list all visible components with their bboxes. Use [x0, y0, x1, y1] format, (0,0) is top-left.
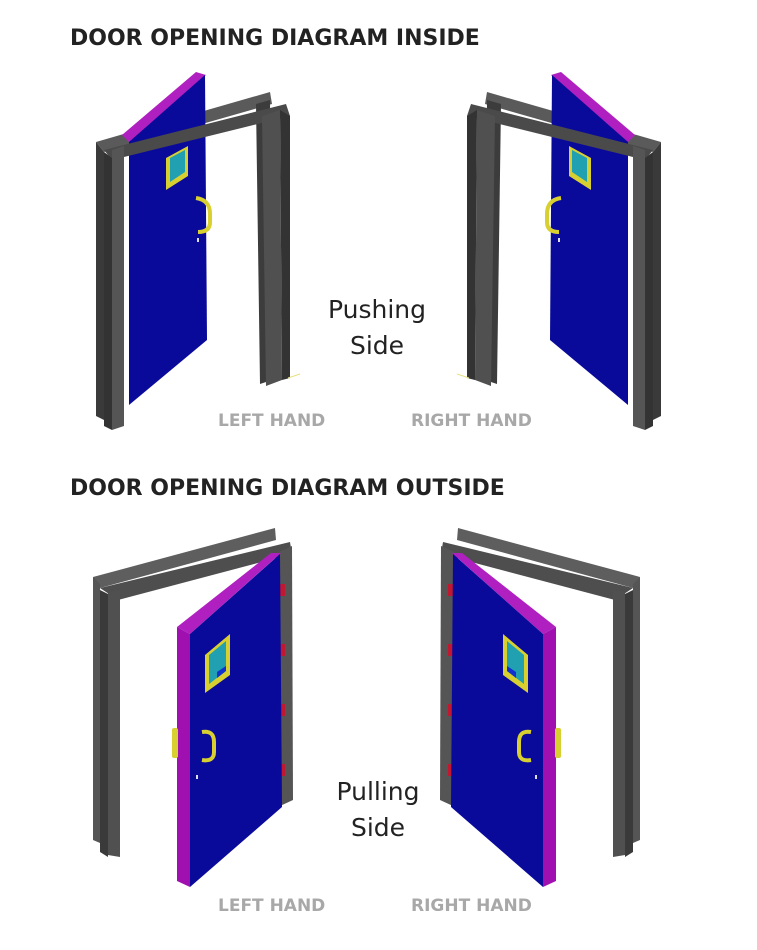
inside-right-hand-door	[455, 70, 663, 432]
pushing-side-label: Pushing Side	[297, 292, 457, 364]
outside-right-hand-label: RIGHT HAND	[411, 896, 532, 916]
inside-heading: DOOR OPENING DIAGRAM INSIDE	[70, 26, 480, 51]
inside-left-hand-door	[94, 70, 302, 432]
inside-right-hand-label: RIGHT HAND	[411, 411, 532, 431]
outside-left-hand-label: LEFT HAND	[218, 896, 326, 916]
pulling-label: Pulling	[336, 777, 420, 806]
pulling-side-label: Pulling Side	[298, 774, 458, 846]
pushing-label: Pushing	[327, 295, 426, 324]
outside-heading: DOOR OPENING DIAGRAM OUTSIDE	[70, 476, 505, 501]
pulling-side-word: Side	[350, 813, 406, 842]
inside-left-hand-label: LEFT HAND	[218, 411, 326, 431]
pushing-side-word: Side	[349, 331, 405, 360]
outside-left-hand-door	[91, 526, 295, 889]
outside-right-hand-door	[438, 526, 642, 889]
